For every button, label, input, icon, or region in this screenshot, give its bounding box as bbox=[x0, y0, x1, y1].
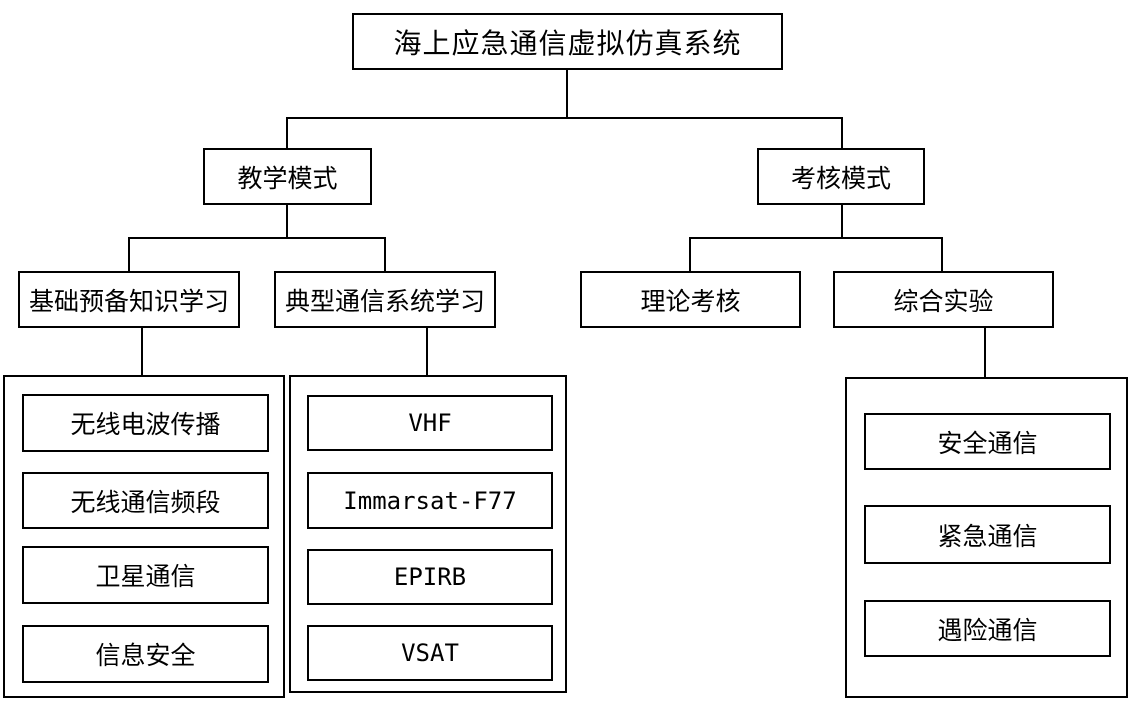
connector-assessment-horizontal bbox=[689, 237, 943, 239]
node-satellite-communication: 卫星通信 bbox=[22, 546, 269, 604]
connector-modes-horizontal bbox=[287, 117, 843, 119]
node-wireless-frequency-bands: 无线通信频段 bbox=[22, 472, 269, 529]
connector-typical-drop bbox=[384, 237, 386, 271]
connector-teaching-horizontal bbox=[128, 237, 386, 239]
node-urgency-communication: 紧急通信 bbox=[864, 505, 1111, 564]
node-safety-communication: 安全通信 bbox=[864, 413, 1111, 470]
connector-root-down bbox=[566, 70, 568, 117]
connector-basic-drop bbox=[128, 237, 130, 271]
node-distress-communication: 遇险通信 bbox=[864, 600, 1111, 657]
connector-assessment-down bbox=[841, 205, 843, 237]
node-typical-systems: 典型通信系统学习 bbox=[274, 271, 496, 328]
node-theory-assessment: 理论考核 bbox=[580, 271, 801, 328]
group-typical-systems: VHF Immarsat-F77 EPIRB VSAT bbox=[289, 375, 567, 693]
node-root-system: 海上应急通信虚拟仿真系统 bbox=[352, 13, 783, 70]
connector-comprehensive-drop bbox=[941, 237, 943, 271]
connector-teaching-down bbox=[286, 205, 288, 237]
connector-teaching-drop bbox=[286, 117, 288, 148]
connector-theory-drop bbox=[689, 237, 691, 271]
node-comprehensive-experiment: 综合实验 bbox=[833, 271, 1054, 328]
node-radio-wave-propagation: 无线电波传播 bbox=[22, 394, 269, 452]
node-basic-knowledge: 基础预备知识学习 bbox=[18, 271, 240, 328]
node-vsat: VSAT bbox=[307, 625, 553, 681]
node-vhf: VHF bbox=[307, 395, 553, 451]
node-teaching-mode: 教学模式 bbox=[203, 148, 372, 205]
connector-typical-group-drop bbox=[426, 328, 428, 375]
connector-assessment-drop bbox=[841, 117, 843, 148]
node-information-security: 信息安全 bbox=[22, 625, 269, 683]
connector-comprehensive-group-drop bbox=[984, 328, 986, 377]
group-comprehensive-experiment: 安全通信 紧急通信 遇险通信 bbox=[845, 377, 1128, 698]
node-immarsat-f77: Immarsat-F77 bbox=[307, 472, 553, 529]
group-basic-knowledge: 无线电波传播 无线通信频段 卫星通信 信息安全 bbox=[3, 375, 285, 698]
node-assessment-mode: 考核模式 bbox=[757, 148, 925, 205]
node-epirb: EPIRB bbox=[307, 549, 553, 605]
connector-basic-group-drop bbox=[141, 328, 143, 375]
